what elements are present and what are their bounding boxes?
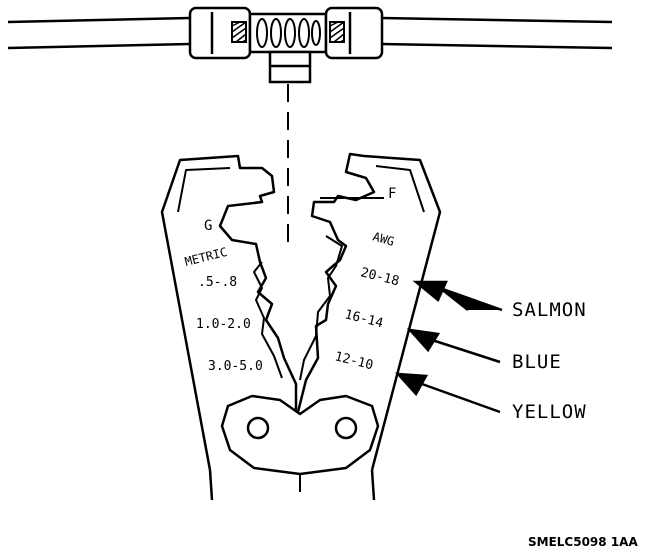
metric-size-1: .5-.8 bbox=[198, 275, 237, 290]
left-handle bbox=[160, 154, 298, 471]
right-ferrule bbox=[324, 6, 384, 60]
awg-size-2: 16-14 bbox=[343, 307, 385, 331]
callout-arrows bbox=[394, 280, 503, 414]
wire-splice-assembly bbox=[7, 6, 613, 84]
salmon-arrow bbox=[439, 286, 503, 312]
awg-heading: AWG bbox=[371, 229, 396, 248]
yellow-arrow bbox=[421, 382, 501, 414]
metric-size-3: 3.0-5.0 bbox=[208, 359, 263, 374]
callout-salmon: SALMON bbox=[512, 299, 587, 321]
figure-id: SMELC5098 1AA bbox=[528, 535, 638, 549]
awg-size-3: 12-10 bbox=[333, 349, 375, 373]
awg-size-1: 20-18 bbox=[359, 265, 401, 289]
coil-windings bbox=[256, 18, 321, 48]
right-wire bbox=[377, 16, 613, 50]
callout-yellow: YELLOW bbox=[512, 401, 587, 423]
left-pivot bbox=[246, 416, 270, 440]
metric-size-2: 1.0-2.0 bbox=[196, 317, 251, 332]
left-wire bbox=[7, 16, 191, 50]
left-ferrule bbox=[188, 6, 252, 60]
callout-blue: BLUE bbox=[512, 351, 562, 373]
die-label-g: G bbox=[204, 218, 212, 234]
right-pivot bbox=[334, 416, 358, 440]
die-label-f: F bbox=[388, 186, 396, 202]
right-handle bbox=[296, 152, 442, 471]
hinge-block bbox=[220, 394, 380, 476]
blue-arrow bbox=[431, 338, 501, 364]
crimping-tool bbox=[160, 152, 442, 501]
metric-heading: METRIC bbox=[183, 245, 228, 269]
